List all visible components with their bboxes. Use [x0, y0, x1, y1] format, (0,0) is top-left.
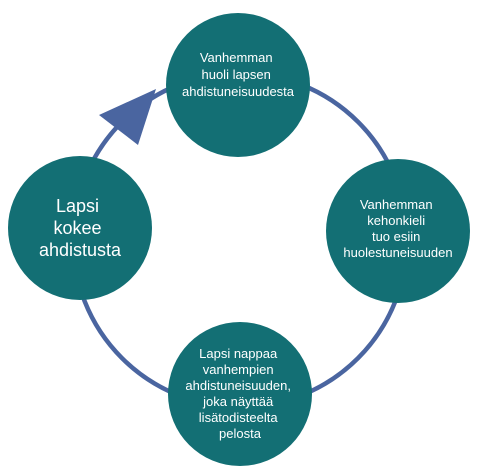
node-bottom-circle — [168, 322, 312, 466]
node-right: Vanhemman kehonkieli tuo esiin huolestun… — [326, 159, 470, 303]
node-bottom-label: Lapsi nappaa vanhempien ahdistuneisuuden… — [185, 346, 294, 441]
node-top-label: Vanhemman huoli lapsen ahdistuneisuudest… — [182, 50, 295, 99]
node-bottom-line-3: ahdistuneisuuden, — [185, 378, 291, 393]
node-left-line-3: ahdistusta — [39, 240, 122, 260]
node-right-line-3: tuo esiin — [372, 229, 420, 244]
node-top: Vanhemman huoli lapsen ahdistuneisuudest… — [166, 13, 310, 157]
node-left-circle — [8, 156, 152, 300]
node-right-label: Vanhemman kehonkieli tuo esiin huolestun… — [343, 197, 452, 260]
node-bottom: Lapsi nappaa vanhempien ahdistuneisuuden… — [168, 322, 312, 466]
node-top-circle — [166, 13, 310, 157]
node-left-label: Lapsi kokee ahdistusta — [39, 196, 122, 260]
node-bottom-line-1: Lapsi nappaa — [199, 346, 278, 361]
node-top-line-2: huoli lapsen — [201, 67, 270, 82]
node-right-line-2: kehonkieli — [367, 213, 425, 228]
node-bottom-line-4: joka näyttää — [202, 394, 274, 409]
cycle-arrow-icon — [99, 89, 156, 145]
node-bottom-line-6: pelosta — [219, 426, 262, 441]
node-left: Lapsi kokee ahdistusta — [8, 156, 152, 300]
node-left-line-2: kokee — [53, 218, 101, 238]
node-left-line-1: Lapsi — [56, 196, 99, 216]
node-right-line-1: Vanhemman — [360, 197, 433, 212]
node-right-circle — [326, 159, 470, 303]
node-bottom-line-2: vanhempien — [203, 362, 274, 377]
node-top-line-3: ahdistuneisuudesta — [182, 84, 295, 99]
node-right-line-4: huolestuneisuuden — [343, 245, 452, 260]
node-bottom-line-5: lisätodisteelta — [199, 410, 279, 425]
node-top-line-1: Vanhemman — [200, 50, 273, 65]
